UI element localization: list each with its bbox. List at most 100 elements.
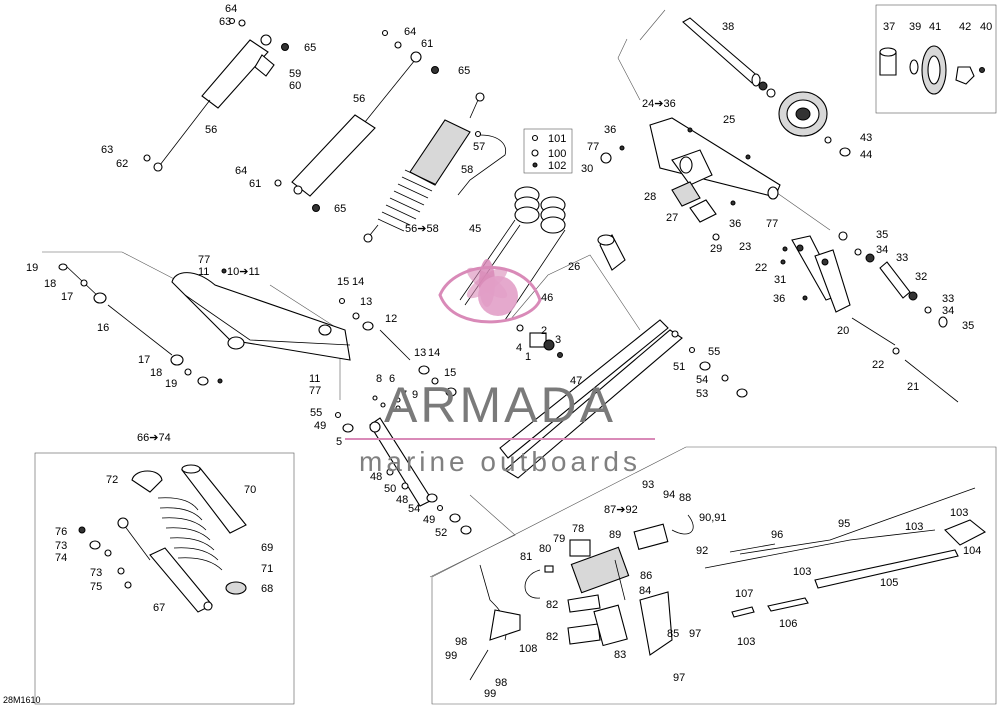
callout-label: 33 xyxy=(942,293,954,305)
callout-label: 77 xyxy=(766,218,778,230)
callout-label: 14 xyxy=(352,276,364,288)
callout-label: 57 xyxy=(473,141,485,153)
callout-label: 36 xyxy=(773,293,785,305)
watermark-divider xyxy=(345,438,655,440)
callout-label: 103 xyxy=(737,636,755,648)
idler-wheel-kit-37-42 xyxy=(879,45,985,95)
callout-label: 48 xyxy=(396,494,408,506)
fastener-box xyxy=(523,128,573,174)
callout-label: 86 xyxy=(640,570,652,582)
callout-label: 98 xyxy=(495,677,507,689)
callout-label: 53 xyxy=(696,388,708,400)
callout-label: 51 xyxy=(673,361,685,373)
callout-label: 8 xyxy=(376,373,382,385)
callout-label: 19 xyxy=(165,378,177,390)
callout-label: 49 xyxy=(314,420,326,432)
callout-label: 103 xyxy=(793,566,811,578)
shaft-12-hardware xyxy=(338,297,457,397)
callout-label: 23 xyxy=(739,241,751,253)
callout-label: 55 xyxy=(310,407,322,419)
diagram-code: 28M1610 xyxy=(3,695,41,705)
callout-label: 71 xyxy=(261,563,273,575)
callout-label: 93 xyxy=(642,479,654,491)
callout-label: 14 xyxy=(428,347,440,359)
callout-label: 63 xyxy=(101,144,113,156)
callout-label: 11 xyxy=(309,373,320,385)
callout-label: 45 xyxy=(469,223,481,235)
callout-label: 104 xyxy=(963,545,981,557)
callout-label: 52 xyxy=(435,527,447,539)
callout-label: 13 xyxy=(414,347,426,359)
callout-label: 60 xyxy=(289,80,301,92)
callout-label: 73 xyxy=(90,567,102,579)
callout-label: 105 xyxy=(880,577,898,589)
callout-label: 42 xyxy=(959,21,971,33)
callout-label: 50 xyxy=(384,483,396,495)
callout-label: 94 xyxy=(663,489,675,501)
callout-label: 88 xyxy=(679,492,691,504)
callout-label: 65 xyxy=(304,42,316,54)
callout-label: 27 xyxy=(666,212,678,224)
callout-label: 61 xyxy=(249,178,261,190)
callout-label: 102 xyxy=(548,160,566,172)
callout-label: 15 xyxy=(444,367,456,379)
shock-kit-box xyxy=(34,452,295,705)
callout-label: 75 xyxy=(90,581,102,593)
callout-label: 19 xyxy=(26,262,38,274)
electrical-kit-parts xyxy=(469,487,987,681)
idler-wheel-box xyxy=(875,4,997,114)
callout-label: 82 xyxy=(546,631,558,643)
callout-label: 108 xyxy=(519,643,537,655)
callout-label: 9 xyxy=(412,389,418,401)
front-arm-10-11 xyxy=(171,268,351,384)
callout-label: 54 xyxy=(408,503,420,515)
callout-label: 67 xyxy=(153,602,165,614)
callout-label: 103 xyxy=(950,507,968,519)
callout-label: 17 xyxy=(61,291,73,303)
callout-label: 18 xyxy=(44,278,56,290)
callout-label: 68 xyxy=(261,583,273,595)
rear-arm-47 xyxy=(499,319,683,479)
callout-label: 26 xyxy=(568,261,580,273)
callout-label: 65 xyxy=(334,203,346,215)
callout-label: 87➔92 xyxy=(604,504,638,516)
callout-label: 59 xyxy=(289,68,301,80)
watermark-subtitle: marine outboards xyxy=(359,446,641,477)
callout-label: 85 xyxy=(667,628,679,640)
group-boxes xyxy=(34,4,997,705)
callout-label: 20 xyxy=(837,325,849,337)
callout-label: 81 xyxy=(520,551,532,563)
callout-label: 7 xyxy=(401,389,407,401)
callout-label: 90,91 xyxy=(699,512,727,524)
callout-label: 13 xyxy=(360,296,372,308)
shock-kit xyxy=(78,464,247,613)
shock-56-left xyxy=(143,17,289,172)
callout-label: 36 xyxy=(729,218,741,230)
callout-label: 74 xyxy=(55,552,67,564)
callout-label: 12 xyxy=(385,313,397,325)
callout-label: 37 xyxy=(883,21,895,33)
callout-label: 80 xyxy=(539,543,551,555)
callout-label: 40 xyxy=(980,21,992,33)
callout-label: 10➔11 xyxy=(227,266,260,278)
callout-label: 97 xyxy=(689,628,701,640)
callout-label: 24➔36 xyxy=(642,98,676,110)
callout-label: 41 xyxy=(929,21,941,33)
callout-labels: 64 63 65 59 60 56 63 62 64 61 65 56 64 6… xyxy=(26,3,992,700)
callout-label: 79 xyxy=(553,533,565,545)
callout-label: 25 xyxy=(723,114,735,126)
shaft-38 xyxy=(682,17,776,98)
callout-label: 66➔74 xyxy=(137,432,171,444)
callout-label: 56 xyxy=(353,93,365,105)
callout-label: 97 xyxy=(673,672,685,684)
callout-label: 70 xyxy=(244,484,256,496)
callout-label: 54 xyxy=(696,374,708,386)
callout-label: 34 xyxy=(942,305,954,317)
callout-label: 103 xyxy=(905,521,923,533)
callout-label: 22 xyxy=(755,262,767,274)
callout-label: 101 xyxy=(548,133,566,145)
callout-label: 11 xyxy=(198,266,209,278)
callout-label: 21 xyxy=(907,381,919,393)
callout-label: 35 xyxy=(962,320,974,332)
